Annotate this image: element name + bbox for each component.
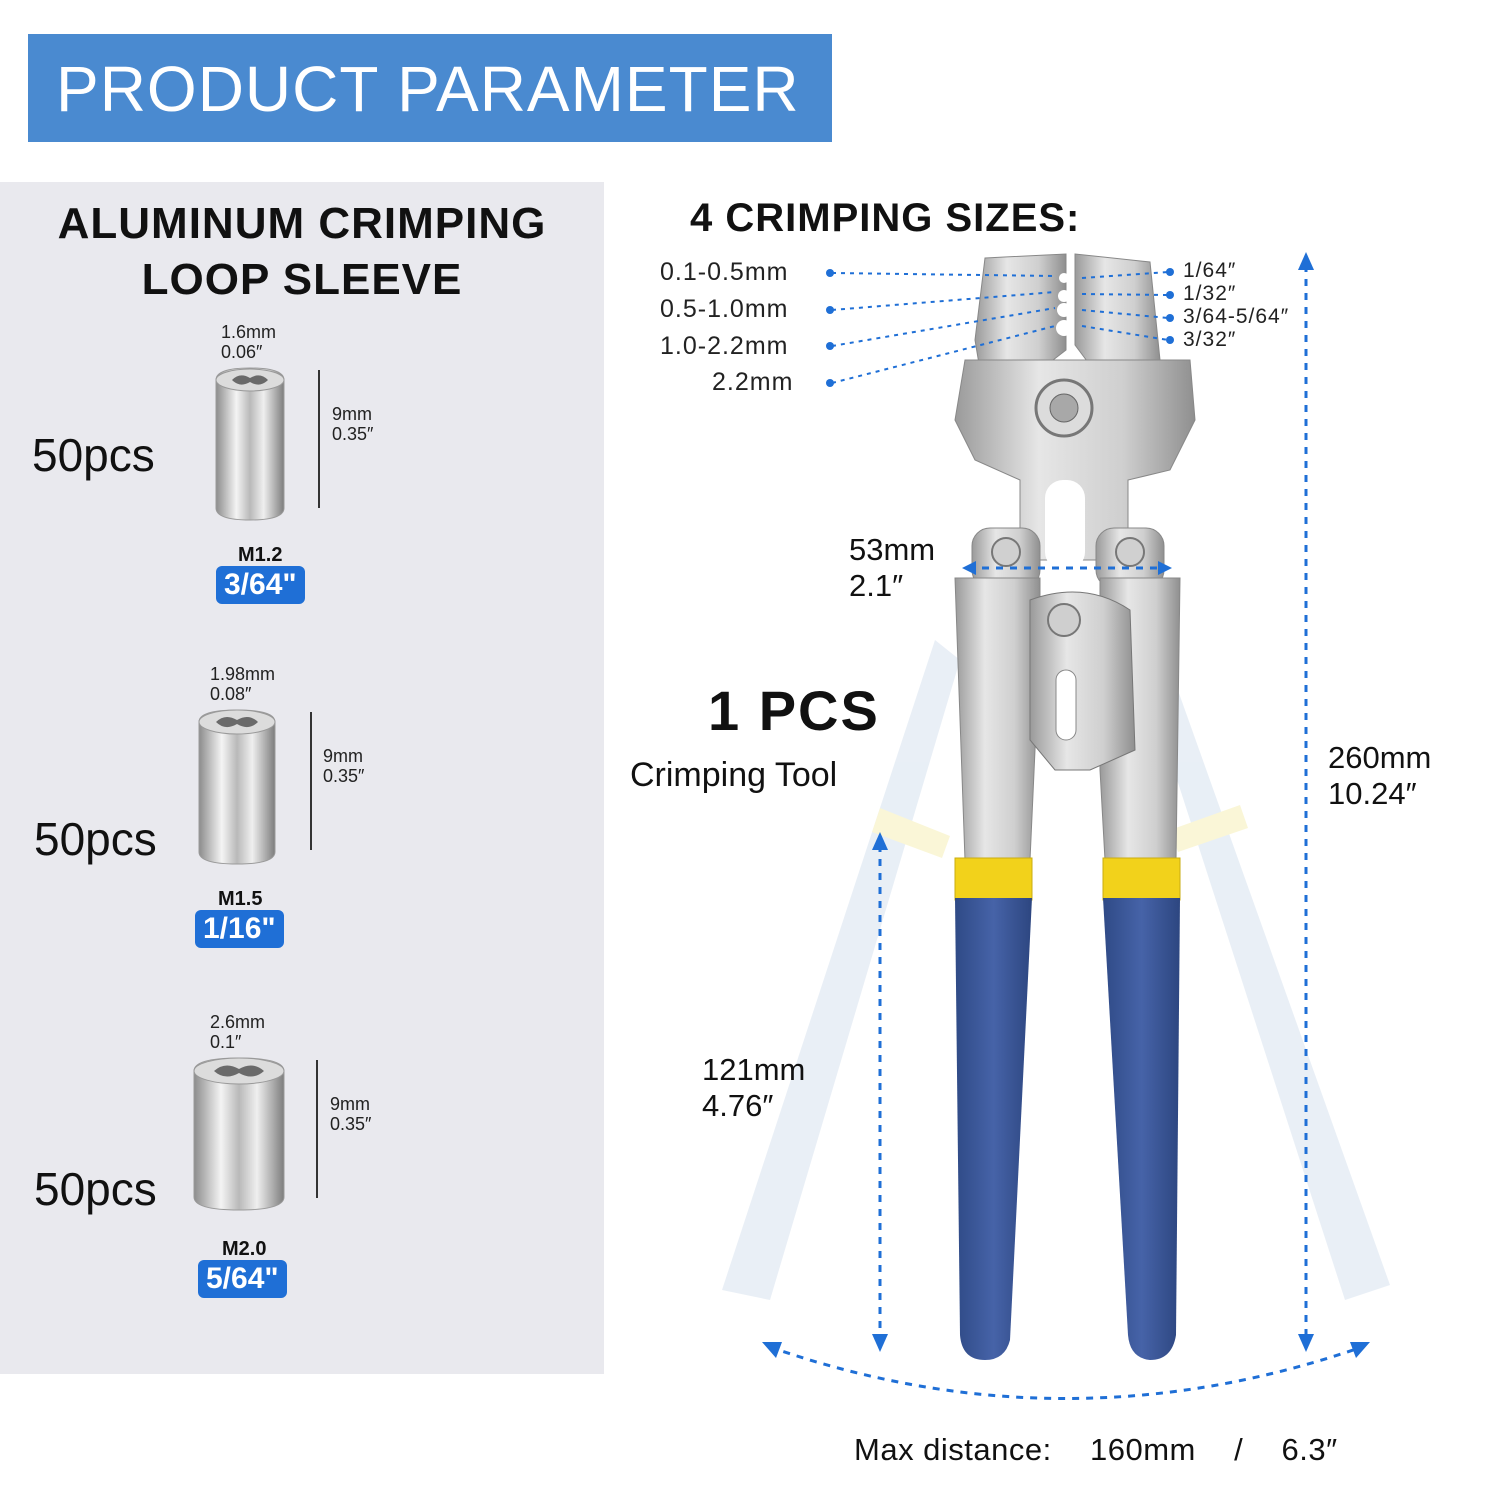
- tool-length-label: 260mm 10.24″: [1328, 740, 1431, 812]
- tool-arms: [954, 577, 1181, 861]
- crimp-size-dots: [826, 268, 1174, 387]
- handle-length-mm: 121mm: [702, 1052, 806, 1087]
- sleeve-image: [215, 367, 285, 521]
- sleeve-size-badge: 5/64": [198, 1260, 287, 1298]
- dimension-arrowheads: [762, 252, 1370, 1358]
- sleeve-item: 2.6mm 0.1″ 9mm 0.35″ 50pcs M2.0 5/64": [0, 1012, 604, 1332]
- sleeve-panel: ALUMINUM CRIMPING LOOP SLEEVE 1.6mm 0.06…: [0, 182, 604, 1374]
- sleeve-diameter-mm: 1.98mm: [210, 664, 276, 684]
- sleeve-title-line1: ALUMINUM CRIMPING: [57, 199, 547, 248]
- sleeve-item: 1.98mm 0.08″ 9mm 0.35″ 50pcs M1.5 1/16": [0, 662, 604, 982]
- sleeve-model: M2.0: [222, 1238, 267, 1260]
- jaw-width-label: 53mm 2.1″: [849, 532, 935, 604]
- max-distance-separator: /: [1234, 1432, 1244, 1467]
- max-distance-line: Max distance: 160mm / 6.3″: [854, 1432, 1338, 1468]
- sleeve-quantity: 50pcs: [34, 813, 157, 865]
- banner-title: PRODUCT PARAMETER: [56, 53, 800, 125]
- crimp-size-metric: 0.1-0.5mm: [660, 258, 789, 286]
- sleeve-title-line2: LOOP SLEEVE: [141, 255, 463, 304]
- length-dimension-line: [316, 1060, 318, 1198]
- crimp-size-imperial: 1/32″: [1183, 282, 1237, 305]
- length-dimension-line: [318, 370, 320, 508]
- tool-quantity: 1 PCS: [708, 679, 880, 742]
- jaw-width-mm: 53mm: [849, 532, 936, 567]
- crimp-size-metric: 2.2mm: [712, 368, 794, 396]
- crimp-size-imperial: 3/64-5/64″: [1183, 305, 1290, 328]
- crimp-size-imperial: 1/64″: [1183, 259, 1237, 282]
- crimp-size-leaders: [831, 271, 1169, 384]
- sleeve-quantity: 50pcs: [34, 1163, 157, 1215]
- tool-name: Crimping Tool: [630, 756, 838, 794]
- header-banner: PRODUCT PARAMETER: [28, 34, 832, 142]
- handle-length-label: 121mm 4.76″: [702, 1052, 805, 1124]
- dimension-lines: [769, 265, 1363, 1400]
- sleeve-length-mm: 9mm: [332, 404, 372, 424]
- sleeve-diameter-mm: 1.6mm: [221, 322, 277, 342]
- sleeve-diameter-in: 0.06″: [221, 342, 263, 362]
- sleeve-diameter-in: 0.1″: [210, 1032, 242, 1052]
- length-dimension-line: [310, 712, 312, 850]
- tool-jaw-head: [954, 253, 1196, 570]
- max-distance-in: 6.3″: [1281, 1432, 1338, 1467]
- max-distance-mm: 160mm: [1090, 1432, 1196, 1467]
- sleeve-diameter-mm: 2.6mm: [210, 1012, 266, 1032]
- sleeve-image: [193, 1057, 285, 1211]
- max-distance-label: Max distance:: [854, 1432, 1052, 1467]
- crimp-size-metric: 1.0-2.2mm: [660, 332, 789, 360]
- sleeve-length-mm: 9mm: [323, 746, 363, 766]
- handle-length-in: 4.76″: [702, 1088, 774, 1123]
- sleeve-quantity: 50pcs: [32, 429, 155, 481]
- sleeve-model: M1.5: [218, 888, 263, 910]
- tool-length-in: 10.24″: [1328, 776, 1417, 811]
- sleeve-diameter-in: 0.08″: [210, 684, 252, 704]
- crimp-size-metric: 0.5-1.0mm: [660, 295, 789, 323]
- sleeve-length-in: 0.35″: [323, 766, 365, 786]
- open-handles-ghost: [722, 640, 1390, 1300]
- sleeve-image: [198, 709, 276, 865]
- crimp-size-imperial: 3/32″: [1183, 328, 1237, 351]
- sleeve-panel-title: ALUMINUM CRIMPING LOOP SLEEVE: [0, 196, 604, 308]
- tool-length-mm: 260mm: [1328, 740, 1432, 775]
- sleeve-size-badge: 1/16": [195, 910, 284, 948]
- sleeve-size-badge: 3/64": [216, 566, 305, 604]
- sleeve-length-mm: 9mm: [330, 1094, 370, 1114]
- sleeve-model: M1.2: [238, 544, 283, 566]
- handle-collars: [954, 857, 1181, 901]
- tool-handles: [955, 898, 1180, 1360]
- sleeve-length-in: 0.35″: [332, 424, 374, 444]
- crimping-sizes-title: 4 CRIMPING SIZES:: [690, 196, 1081, 240]
- sleeve-length-in: 0.35″: [330, 1114, 372, 1134]
- sleeve-item: 1.6mm 0.06″ 9mm 0.35″ 50pcs M1.2 3/64": [0, 322, 604, 642]
- tool-links: [971, 527, 1165, 589]
- jaw-width-in: 2.1″: [849, 568, 904, 603]
